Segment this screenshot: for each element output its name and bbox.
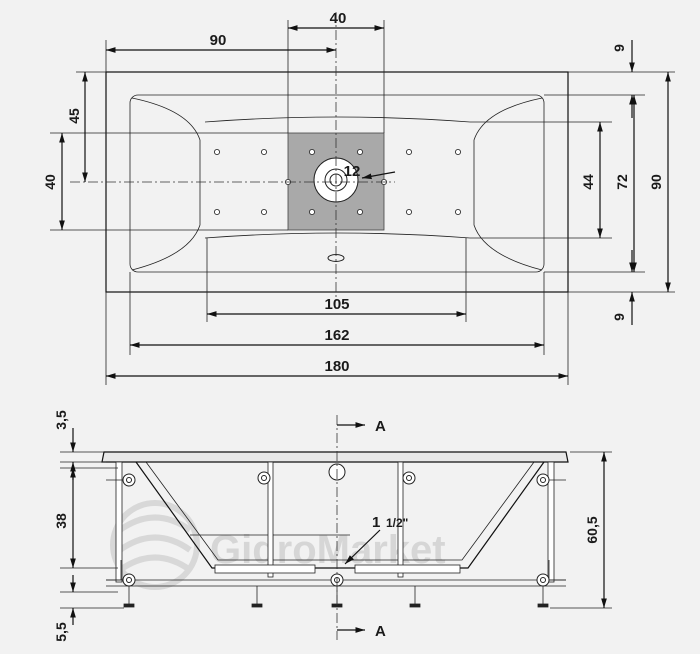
right-headrest (473, 97, 543, 271)
dim-label-40-left: 40 (42, 174, 58, 190)
tub-shell-inner (145, 461, 535, 561)
section-label-bottom: A (375, 623, 386, 640)
dim-label-180: 180 (324, 358, 349, 375)
dim-label-105: 105 (324, 296, 349, 313)
extension-lines-top (50, 20, 675, 385)
watermark-logo (110, 500, 200, 590)
dim-label-44: 44 (580, 174, 596, 190)
dim-label-3-5: 3,5 (53, 410, 69, 430)
dim-line-12 (361, 171, 396, 180)
dim-label-38: 38 (53, 513, 69, 529)
dim-label-90: 90 (210, 32, 227, 49)
section-label-top: A (375, 418, 386, 435)
side-view: GidroMarket (53, 410, 612, 642)
tub-inner-basin (129, 94, 545, 273)
tub-rim-side (101, 451, 569, 463)
jet-nozzles (213, 148, 462, 216)
floor-curve-bottom (204, 232, 471, 239)
dim-label-40-top: 40 (330, 10, 347, 27)
jet-stubs (106, 479, 566, 581)
dim-label-5-5: 5,5 (53, 622, 69, 642)
dim-label-12: 12 (344, 163, 361, 180)
dim-label-9-top: 9 (611, 44, 627, 52)
dim-label-72: 72 (614, 174, 630, 190)
pipe-size-main: 1 (372, 514, 380, 531)
dim-label-90-right: 90 (648, 174, 664, 190)
pipe-leader (344, 529, 381, 565)
support-legs (120, 560, 550, 608)
tub-shell-outer (135, 461, 545, 569)
dim-label-45: 45 (66, 108, 82, 124)
dim-label-162: 162 (324, 327, 349, 344)
dim-label-9-bottom: 9 (611, 313, 627, 321)
dim-label-60-5: 60,5 (584, 516, 600, 543)
pipe-size-fraction: 1/2" (386, 516, 408, 530)
top-view: 90 40 105 162 180 45 40 9 44 72 90 9 12 (42, 10, 675, 385)
floor-curve-top (204, 116, 471, 123)
left-headrest (131, 97, 201, 271)
